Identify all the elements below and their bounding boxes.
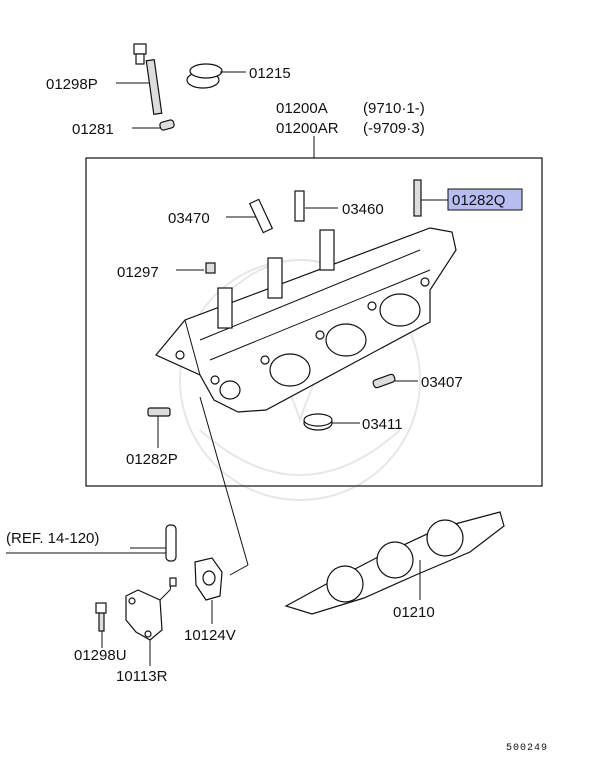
label-03407[interactable]: 03407	[421, 374, 463, 391]
label-01298U[interactable]: 01298U	[74, 647, 127, 664]
label-01200A-range: (9710·1-)	[363, 100, 425, 117]
stud-p-icon	[147, 407, 171, 417]
bolt-u-icon	[95, 602, 107, 632]
label-01200A[interactable]: 01200A	[276, 100, 328, 117]
label-10113R[interactable]: 10113R	[116, 668, 168, 685]
label-03460[interactable]: 03460	[342, 201, 384, 218]
highlight-01282Q[interactable]	[447, 188, 523, 211]
plug-icon	[186, 63, 223, 89]
seal-icon	[372, 373, 396, 389]
label-01282P[interactable]: 01282P	[126, 451, 178, 468]
label-10124V[interactable]: 10124V	[184, 627, 236, 644]
label-01215[interactable]: 01215	[249, 65, 291, 82]
guide-icon	[294, 190, 305, 222]
label-03411[interactable]: 03411	[362, 416, 403, 433]
diagram-id: 500249	[506, 743, 548, 754]
sleeve-icon	[165, 524, 177, 562]
bolt-icon	[133, 43, 163, 115]
tube-icon	[248, 198, 274, 234]
label-03470[interactable]: 03470	[168, 210, 210, 227]
label-01282Q[interactable]: 01282Q	[452, 192, 505, 209]
ring-icon	[303, 413, 333, 431]
label-01297[interactable]: 01297	[117, 264, 159, 281]
stud-icon	[413, 179, 422, 217]
label-01298P[interactable]: 01298P	[46, 76, 98, 93]
housing-icon	[125, 577, 177, 641]
dowel-icon	[205, 262, 216, 274]
label-01200AR[interactable]: 01200AR	[276, 120, 339, 137]
label-01200AR-range: (-9709·3)	[363, 120, 425, 137]
label-01210[interactable]: 01210	[393, 604, 435, 621]
cylinder-head-icon	[155, 227, 457, 413]
label-01281[interactable]: 01281	[72, 121, 114, 138]
ref-label[interactable]: (REF. 14-120)	[6, 530, 99, 547]
pin-icon	[159, 119, 175, 131]
